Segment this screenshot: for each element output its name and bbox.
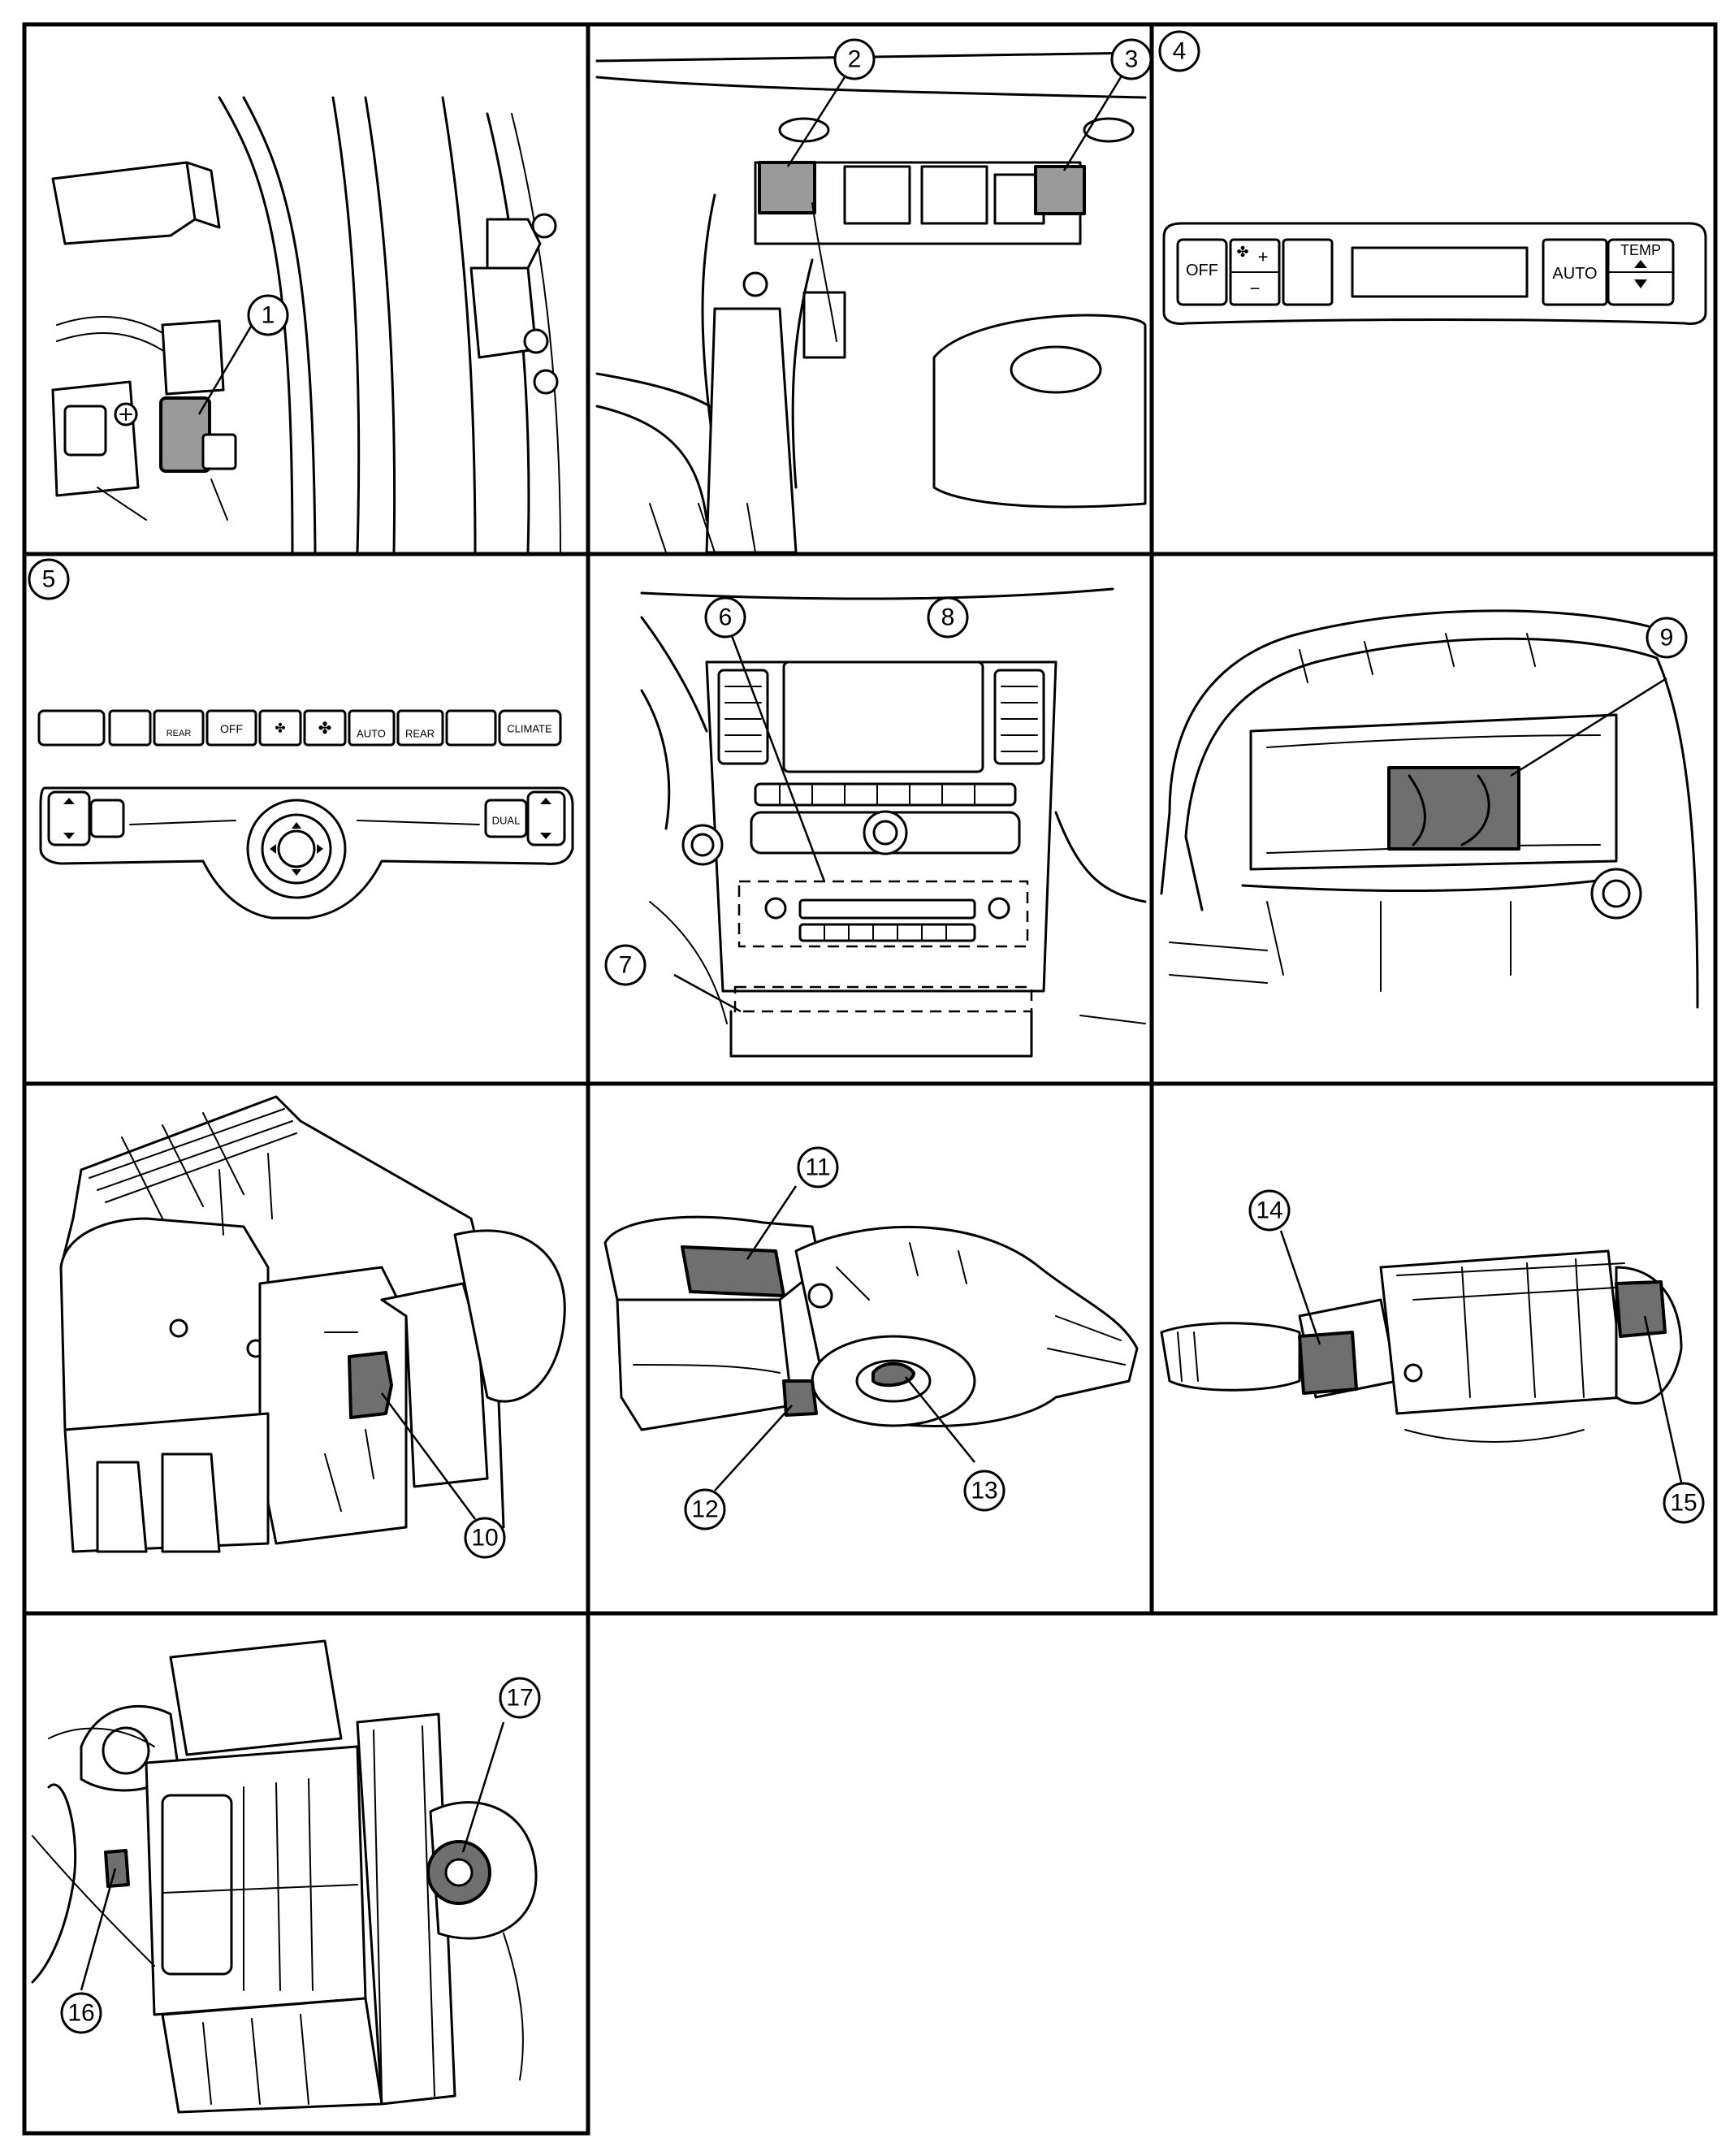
leader-lines (80, 76, 1683, 1991)
fan-icon: ✤ (1236, 244, 1248, 260)
callout-1-text: 1 (262, 302, 275, 329)
callout-4-text: 4 (1173, 38, 1187, 65)
left-vent (717, 669, 769, 765)
climate-switch-label: CLIMATE (507, 723, 552, 735)
blank-switch[interactable] (37, 709, 106, 747)
cell-9 (1149, 1081, 1718, 1616)
callout-14: 14 (1248, 1189, 1291, 1232)
off-button-label: OFF (1186, 262, 1218, 279)
callout-9: 9 (1646, 617, 1688, 659)
dual-switch[interactable] (484, 799, 528, 838)
rear-actuator-component (1615, 1280, 1667, 1338)
callout-17: 17 (499, 1677, 541, 1719)
display-screen (782, 660, 984, 773)
callout-3: 3 (1110, 38, 1153, 80)
ac-control-outline (737, 880, 1029, 948)
callout-2-text: 2 (848, 46, 862, 73)
callouts: 1 2 3 4 5 6 7 8 (28, 30, 1705, 2034)
lower-unit-outline (733, 985, 1033, 1013)
callout-1: 1 (247, 294, 289, 336)
cell-10 (22, 1611, 590, 2136)
illustration-auto-ac-control: REAR OFF ✤ ✤ AUTO REAR CLIMATE DUAL (37, 709, 574, 920)
callout-4: 4 (1158, 30, 1200, 72)
callout-9-text: 9 (1660, 625, 1674, 652)
blower-motor-component (871, 1362, 915, 1388)
fan-large-icon: ✤ (318, 720, 332, 738)
callout-13: 13 (963, 1470, 1006, 1512)
auto-button[interactable] (1542, 238, 1608, 306)
callout-11-text: 11 (805, 1154, 830, 1181)
callout-3-text: 3 (1125, 46, 1139, 73)
illustration-instrument-opening (1160, 609, 1699, 1009)
mode-door-actuator-component (1298, 1331, 1358, 1395)
illustration-blower-unit (603, 1215, 1139, 1431)
blank-button[interactable] (1282, 238, 1334, 306)
mode-switch[interactable] (89, 799, 125, 838)
callout-16: 16 (60, 1992, 102, 2034)
driver-temp-switch[interactable] (47, 790, 91, 846)
off-switch[interactable] (205, 709, 257, 747)
passenger-temp-switch[interactable] (526, 790, 566, 846)
relay-2-component (758, 161, 816, 214)
rear-intake-component (104, 1849, 130, 1888)
callout-12: 12 (684, 1488, 726, 1530)
auto-switch-label: AUTO (357, 728, 386, 740)
off-button[interactable] (1176, 238, 1228, 306)
fan-up-switch[interactable] (303, 709, 347, 747)
callout-16-text: 16 (67, 2000, 94, 2027)
illustration-front-control-panel: OFF ✤ + − AUTO TEMP (1162, 222, 1707, 325)
off-switch-label: OFF (220, 722, 243, 735)
intake-switch[interactable] (445, 709, 497, 747)
callout-6-text: 6 (719, 604, 733, 631)
fan-minus-label: − (1250, 279, 1261, 299)
rear-defogger-label: REAR (167, 729, 192, 738)
dual-switch-label: DUAL (492, 815, 521, 827)
illustration-heater-unit (59, 1095, 566, 1553)
auto-button-label: AUTO (1552, 265, 1597, 283)
grid-frame (22, 22, 1718, 2136)
fan-plus-label: + (1258, 247, 1269, 267)
callout-10-text: 10 (471, 1525, 498, 1552)
temp-up-icon (1634, 260, 1647, 268)
callout-12-text: 12 (691, 1496, 718, 1523)
illustration-dash-relays (595, 51, 1147, 554)
climate-switch[interactable] (498, 709, 562, 747)
illustration-rear-heater-unit (1160, 1249, 1683, 1443)
intake-actuator-component (681, 1245, 785, 1297)
callout-5: 5 (28, 558, 70, 600)
fan-down-switch[interactable] (258, 709, 302, 747)
rear-defogger-switch[interactable] (153, 709, 205, 747)
temp-down-icon (1634, 279, 1647, 288)
callout-15-text: 15 (1670, 1490, 1697, 1517)
callout-11: 11 (797, 1146, 839, 1188)
rear-switch-label: REAR (405, 728, 435, 740)
callout-7-text: 7 (619, 952, 633, 979)
illustration-rear-unit (31, 1639, 538, 2114)
temp-button-label: TEMP (1620, 242, 1661, 258)
callout-8-text: 8 (941, 604, 955, 631)
defroster-switch[interactable] (108, 709, 152, 747)
fan-small-icon: ✤ (275, 722, 285, 736)
callout-6: 6 (704, 596, 746, 639)
auto-switch[interactable] (348, 709, 396, 747)
callout-17-text: 17 (506, 1685, 533, 1712)
callout-10: 10 (464, 1517, 506, 1559)
right-vent (993, 669, 1045, 765)
display-window (1351, 246, 1529, 298)
in-vehicle-sensor-component (1387, 766, 1520, 851)
callout-8: 8 (927, 596, 969, 639)
callout-14-text: 14 (1256, 1197, 1282, 1224)
callout-5-text: 5 (42, 566, 56, 593)
illustration-center-stack (640, 587, 1147, 1058)
rear-switch[interactable] (396, 709, 444, 747)
callout-2: 2 (833, 38, 876, 80)
air-mix-actuator-component (348, 1351, 393, 1419)
relay-3-component (1034, 165, 1086, 215)
callout-15: 15 (1663, 1482, 1705, 1524)
callout-13-text: 13 (971, 1478, 997, 1504)
callout-7: 7 (604, 944, 647, 986)
illustration-door-pillar (51, 96, 561, 554)
